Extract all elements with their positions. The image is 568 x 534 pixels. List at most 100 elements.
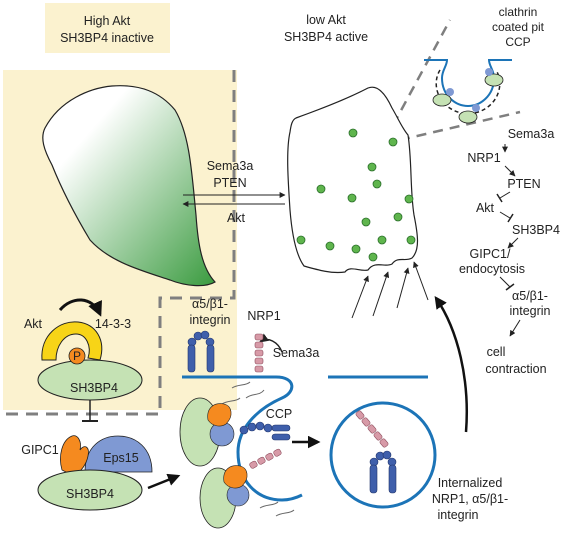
pathway-arrow (504, 165, 516, 177)
contraction-arrow (413, 261, 429, 301)
ccp-inset-protein (484, 73, 504, 87)
gipc1-label: GIPC1 (21, 443, 59, 457)
nrp1-segment (249, 460, 258, 469)
vesicle-dot (348, 128, 358, 138)
ccp-label: CCP (266, 407, 292, 421)
nrp1-segment (254, 365, 264, 373)
akt-arrow-label: Akt (227, 211, 246, 225)
pathway-inhibit-bar (505, 283, 515, 291)
pathway-akt: Akt (476, 201, 495, 215)
low-akt-subtitle: SH3BP4 active (284, 30, 368, 44)
nrp1-segment (273, 448, 282, 457)
nrp1-segment (254, 357, 264, 365)
vesicle-integrin (369, 450, 397, 494)
nrp1-segment (367, 424, 377, 434)
akt-left-label: Akt (24, 317, 43, 331)
integrin-bead (255, 421, 265, 431)
eps15-label: Eps15 (103, 451, 138, 465)
vesicle-dot (296, 235, 306, 245)
pathway-cell: cell (487, 345, 506, 359)
nrp1-segment (355, 410, 365, 420)
vesicle-dot (325, 241, 335, 251)
vesicle-dot (372, 179, 382, 189)
nrp1-label: NRP1 (247, 309, 280, 323)
vesicle-dot (351, 244, 361, 254)
nrp1-segment (254, 341, 264, 349)
ccp-inset-clathrin-coat (435, 69, 501, 115)
integrin-bead (200, 330, 210, 340)
internalized-label-2: NRP1, α5/β1- (432, 492, 508, 506)
nrp1-segment (373, 431, 383, 441)
integrin-bead (247, 422, 257, 432)
plasma-membrane (182, 375, 303, 502)
gipc1-ccp-1 (207, 403, 232, 427)
pathway-sh3bp4: SH3BP4 (512, 223, 560, 237)
pathway-inhibit (499, 276, 511, 288)
pathway-integrin-2: integrin (510, 304, 551, 318)
vesicle-dot (388, 137, 398, 147)
pathway-inhibit (499, 191, 511, 199)
integrin-label-1: α5/β1- (192, 297, 228, 311)
pathway-gipc1: GIPC1/ (470, 247, 512, 261)
sh3bp4-bottom (37, 469, 143, 511)
clathrin-label-2: coated pit (492, 20, 545, 34)
gipc1-ccp-2 (223, 465, 248, 489)
integrin-stalk (388, 464, 397, 494)
internalized-label-3: integrin (438, 508, 479, 522)
contraction-arrow (351, 275, 369, 319)
ccp-inset-protein (432, 93, 452, 107)
nrp1-segment (379, 438, 389, 448)
pathway-endocytosis: endocytosis (459, 262, 525, 276)
phospho-badge (68, 347, 86, 365)
right-cell (287, 86, 419, 274)
integrin-stalk (271, 433, 291, 441)
pathway: Sema3a NRP1 PTEN Akt SH3BP4 GIPC1/ endoc… (459, 127, 560, 376)
clathrin-triskelion (275, 509, 295, 517)
internalized-label-1: Internalized (438, 476, 503, 490)
surface-nrp1 (254, 333, 264, 373)
high-akt-label-bg (45, 3, 170, 53)
gipc1-shape (60, 435, 89, 477)
integrin-bead (375, 451, 385, 461)
integrin-bead (193, 331, 203, 341)
left-cell (42, 85, 216, 287)
low-akt-title: low Akt (306, 13, 346, 27)
ccp-inset (424, 59, 512, 124)
integrin-label-2: integrin (190, 313, 231, 327)
nrp1-segment (254, 333, 264, 341)
sh3bp4-top-label: SH3BP4 (70, 381, 118, 395)
vesicle-dot (361, 217, 371, 227)
clathrin-triskelion (245, 389, 265, 399)
vesicle-dot (377, 235, 387, 245)
curved-arrow-to-cell (434, 295, 468, 433)
nrp1-segment (361, 417, 371, 427)
pten-label: PTEN (213, 176, 246, 190)
ccp-inset-protein (472, 104, 480, 112)
high-akt-subtitle: SH3BP4 inactive (60, 31, 154, 45)
sh3bp4-bottom-label: SH3BP4 (66, 487, 114, 501)
clathrin-label-3: CCP (505, 35, 530, 49)
ccp-integrin-1 (239, 421, 291, 441)
contraction-arrows (351, 261, 429, 319)
vesicle-dot (367, 162, 377, 172)
contraction-arrow (372, 271, 390, 317)
integrin-stalk (187, 344, 196, 373)
vesicle-dot (404, 194, 414, 204)
vesicle-dot (316, 184, 326, 194)
integrin-stalk (271, 424, 291, 432)
vesicle-dot (347, 193, 357, 203)
phospho-label: P (73, 349, 81, 363)
pathway-inhibit-bar (507, 213, 514, 223)
panel-dashed-border (5, 70, 236, 416)
sema3a-label: Sema3a (207, 159, 254, 173)
sema3a-membrane-label: Sema3a (273, 346, 320, 360)
vesicle-dot (368, 252, 378, 262)
integrin-stalk (206, 344, 215, 373)
ccp-inset-protein (458, 110, 478, 124)
pathway-nrp1: NRP1 (467, 151, 500, 165)
sema3a-curved-arrow (259, 333, 283, 353)
pathway-integrin-1: α5/β1- (512, 289, 548, 303)
vesicle-dots (296, 128, 416, 262)
nrp1-segment (257, 456, 266, 465)
